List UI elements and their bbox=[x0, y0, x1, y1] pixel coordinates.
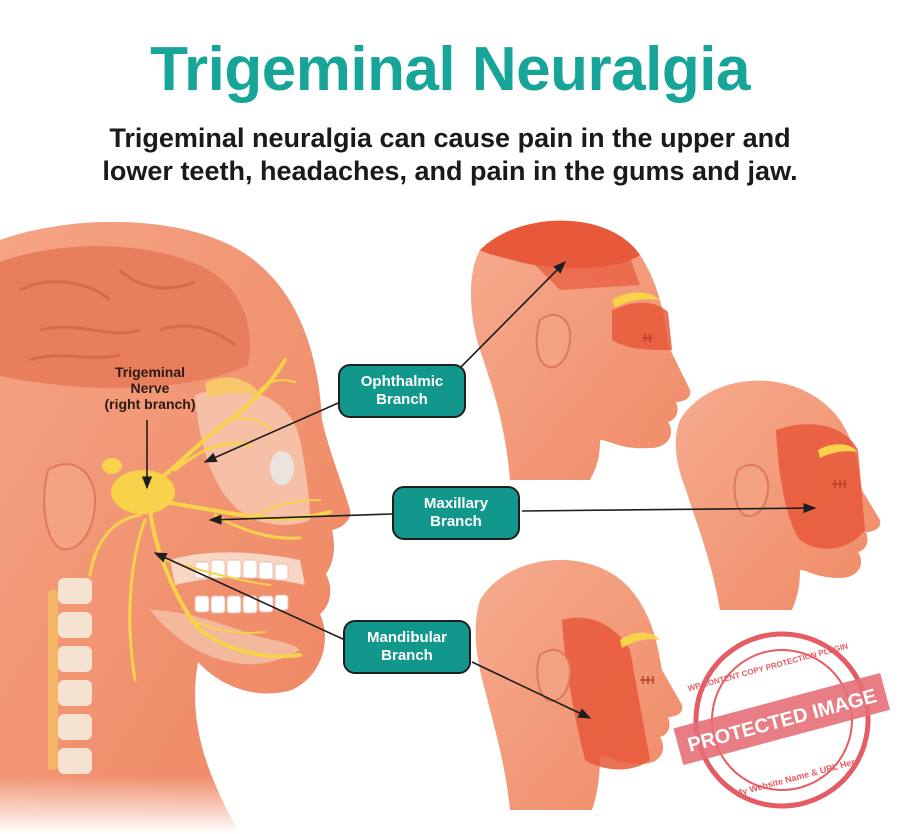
page-title: Trigeminal Neuralgia bbox=[150, 35, 750, 104]
nerve-label-line-3: (right branch) bbox=[104, 396, 196, 412]
arrow-ophthalmic-to-head bbox=[457, 261, 566, 371]
svg-text:My Website Name & URL Here: My Website Name & URL Here bbox=[734, 756, 861, 799]
head-mandibular bbox=[475, 559, 683, 810]
protected-image-stamp: PROTECTED IMAGE WP CONTENT COPY PROTECTI… bbox=[673, 631, 891, 809]
subtitle-line-2: lower teeth, headaches, and pain in the … bbox=[102, 156, 798, 186]
mandibular-line-2: Branch bbox=[381, 647, 433, 664]
arrows bbox=[141, 261, 817, 719]
maxillary-line-2: Branch bbox=[430, 513, 482, 530]
nerve-label-line-2: Nerve bbox=[130, 380, 170, 396]
ophthalmic-branch-label: Ophthalmic Branch bbox=[338, 364, 466, 418]
trigeminal-nerve-label: Trigeminal Nerve (right branch) bbox=[70, 364, 230, 412]
trigeminal-ganglion bbox=[111, 470, 175, 514]
large-head bbox=[0, 221, 351, 834]
page-subtitle: Trigeminal neuralgia can cause pain in t… bbox=[40, 122, 860, 188]
arrow-mandibular-to-head bbox=[471, 661, 592, 719]
mandibular-branch-label: Mandibular Branch bbox=[343, 620, 471, 674]
arrow-maxillary-to-head bbox=[521, 502, 817, 514]
maxillary-branch-label: Maxillary Branch bbox=[392, 486, 520, 540]
nerve-label-line-1: Trigeminal bbox=[114, 364, 186, 380]
arrow-ophthalmic-to-face bbox=[203, 399, 346, 463]
mandibular-line-1: Mandibular bbox=[366, 629, 447, 646]
head-ophthalmic bbox=[470, 220, 691, 480]
ophthalmic-line-2: Branch bbox=[376, 391, 428, 408]
arrow-mandibular-to-face bbox=[153, 552, 346, 641]
maxillary-line-1: Maxillary bbox=[423, 495, 489, 512]
head-maxillary bbox=[675, 380, 881, 610]
arrow-maxillary-to-face bbox=[208, 513, 393, 525]
subtitle-line-1: Trigeminal neuralgia can cause pain in t… bbox=[109, 123, 791, 153]
ophthalmic-line-1: Ophthalmic bbox=[360, 373, 444, 390]
